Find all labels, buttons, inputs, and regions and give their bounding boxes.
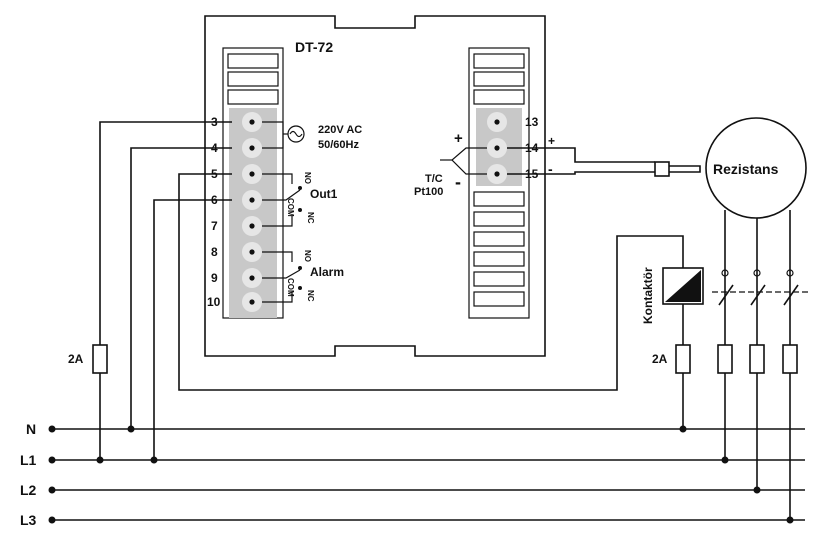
alarm-label: Alarm [310, 265, 344, 279]
supply-frequency-label: 50/60Hz [318, 139, 359, 151]
probe-plus-label: + [548, 134, 555, 148]
fuses [92, 344, 798, 374]
out1-no-label: NO [303, 172, 312, 184]
mains-label-l1: L1 [20, 452, 37, 468]
out1-label: Out1 [310, 187, 338, 201]
probe-minus-label: - [548, 161, 553, 177]
right-terminal-screws [487, 112, 507, 184]
terminal-8: 8 [211, 245, 218, 259]
contactor-label: Kontaktör [641, 267, 655, 324]
sensor-pt100-label: Pt100 [414, 186, 443, 198]
mains-label-l2: L2 [20, 482, 37, 498]
mains-lines [48, 425, 805, 524]
terminal-9: 9 [211, 271, 218, 285]
sensor-plus-sign: + [454, 130, 463, 147]
out1-relay-contacts [262, 173, 302, 227]
fuse-left-label: 2A [68, 352, 84, 366]
left-terminal-screws [242, 112, 262, 312]
fuse-right-label: 2A [652, 352, 668, 366]
out1-com-label: COM [286, 198, 295, 217]
control-wiring [99, 121, 791, 520]
controller-housing [204, 15, 546, 357]
heater-phase-wires [712, 210, 808, 345]
heater-circle [705, 117, 807, 219]
terminal-10: 10 [207, 295, 221, 309]
alarm-relay-contacts [262, 251, 302, 303]
mains-label-n: N [26, 421, 36, 437]
heater-label: Rezistans [713, 161, 779, 177]
sensor-type-label: T/C [425, 173, 443, 185]
terminal-7: 7 [211, 219, 218, 233]
supply-voltage-label: 220V AC [318, 124, 362, 136]
terminal-13: 13 [525, 115, 539, 129]
sensor-minus-sign: - [455, 172, 461, 192]
alarm-no-label: NO [303, 250, 312, 262]
sensor-input-internal [440, 147, 487, 175]
probe-wiring [507, 147, 701, 177]
model-title: DT-72 [295, 39, 333, 55]
alarm-com-label: COM [286, 278, 295, 297]
left-terminal-numbers: 3 4 5 6 7 8 9 10 [207, 115, 221, 309]
contactor-coil [178, 173, 704, 391]
out1-nc-label: NC [306, 212, 315, 224]
mains-label-l3: L3 [20, 512, 37, 528]
alarm-nc-label: NC [306, 290, 315, 302]
supply-internal [262, 121, 305, 149]
